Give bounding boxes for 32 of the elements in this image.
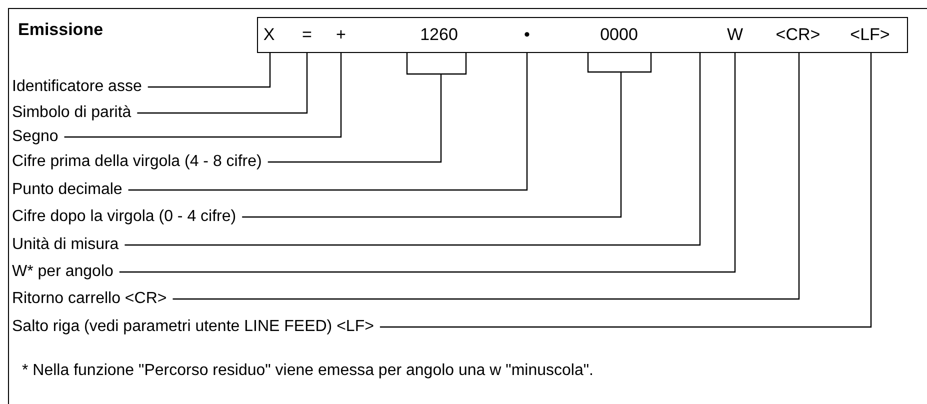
leader-line bbox=[380, 53, 872, 328]
leader-line bbox=[267, 52, 467, 163]
format-token: <LF> bbox=[850, 18, 890, 52]
field-label: Segno bbox=[12, 127, 58, 147]
leader-line bbox=[128, 53, 528, 191]
field-label: Unità di misura bbox=[12, 235, 119, 255]
format-token: <CR> bbox=[776, 18, 820, 52]
leader-line bbox=[119, 53, 736, 273]
field-label: Simbolo di parità bbox=[12, 103, 132, 123]
field-label: Cifre prima della virgola (4 - 8 cifre) bbox=[12, 152, 262, 172]
format-token: W bbox=[726, 18, 744, 52]
format-box bbox=[257, 17, 908, 53]
format-token: 1260 bbox=[420, 18, 458, 52]
field-label: Salto riga (vedi parametri utente LINE FEED) <LF> bbox=[12, 317, 374, 337]
format-token: • bbox=[524, 18, 530, 52]
format-token: 0000 bbox=[600, 18, 638, 52]
field-label: Cifre dopo la virgola (0 - 4 cifre) bbox=[12, 207, 236, 227]
field-label: Ritorno carrello <CR> bbox=[12, 289, 167, 309]
leader-line bbox=[64, 53, 342, 138]
format-token: + bbox=[336, 18, 346, 52]
leader-line bbox=[242, 52, 652, 218]
leader-line bbox=[148, 53, 271, 88]
format-token: X bbox=[263, 18, 275, 52]
title: Emissione bbox=[18, 20, 104, 40]
field-label: Identificatore asse bbox=[12, 77, 142, 97]
leader-line bbox=[124, 53, 701, 246]
footnote: * Nella funzione "Percorso residuo" viene emessa per angolo una w "minuscola". bbox=[22, 361, 594, 381]
field-label: W* per angolo bbox=[12, 262, 114, 282]
format-token: = bbox=[302, 18, 312, 52]
leader-line bbox=[172, 53, 800, 300]
leader-line bbox=[137, 53, 308, 114]
field-label: Punto decimale bbox=[12, 180, 122, 200]
